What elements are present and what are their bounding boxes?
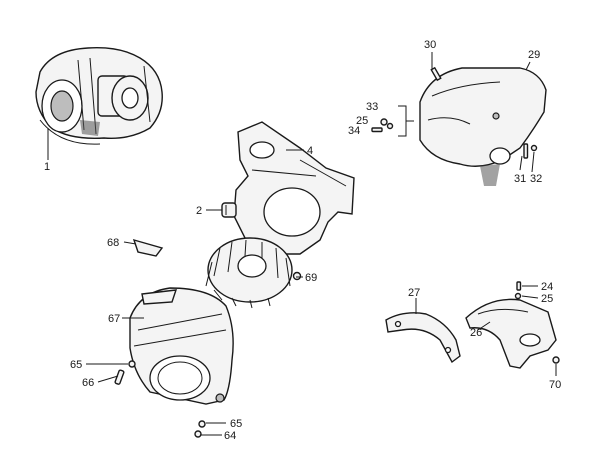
callout-2: 2 <box>196 205 202 217</box>
part-1-engine-assembly <box>35 47 163 145</box>
part-68-clip <box>132 238 164 257</box>
callout-70: 70 <box>549 379 561 391</box>
part-64-65-screw-washer <box>194 420 206 438</box>
part-27-bracket <box>385 312 461 364</box>
callout-4: 4 <box>307 145 313 157</box>
part-30-screw <box>430 66 442 82</box>
part-24-screw <box>516 281 522 291</box>
part-65-screw-left <box>128 360 136 368</box>
part-70-screw <box>552 356 560 364</box>
callout-27: 27 <box>408 287 420 299</box>
part-26-support-arm <box>465 298 557 369</box>
callout-34: 34 <box>348 125 360 137</box>
callout-26: 26 <box>470 327 482 339</box>
callout-24: 24 <box>541 281 553 293</box>
callout-67: 67 <box>108 313 120 325</box>
part-31-32-stud <box>523 143 538 159</box>
part-67-fan-housing <box>129 287 234 405</box>
callout-33: 33 <box>366 101 378 113</box>
callout-69: 69 <box>305 272 317 284</box>
part-33-34-25-fasteners <box>371 118 394 133</box>
part-69-screw <box>292 271 302 281</box>
callout-64: 64 <box>224 430 236 442</box>
part-29-cylinder-cover <box>419 67 547 186</box>
part-66-pin <box>114 369 125 385</box>
callout-65-bottom: 65 <box>230 418 242 430</box>
callout-25-top: 25 <box>356 115 368 127</box>
part-2-bushing <box>221 202 237 218</box>
leader-lines <box>47 52 557 436</box>
callout-65-left: 65 <box>70 359 82 371</box>
part-25-washer-right <box>514 292 522 300</box>
callout-25-right: 25 <box>541 293 553 305</box>
callout-1: 1 <box>44 161 50 173</box>
callout-labels: 1 2 4 68 69 67 65 66 65 64 30 29 33 25 3… <box>44 39 561 442</box>
part-4-backplate <box>233 121 355 255</box>
flywheel <box>205 237 293 309</box>
callout-31: 31 <box>514 173 526 185</box>
callout-66: 66 <box>82 377 94 389</box>
callout-32: 32 <box>530 173 542 185</box>
callout-29: 29 <box>528 49 540 61</box>
callout-30: 30 <box>424 39 436 51</box>
callout-68: 68 <box>107 237 119 249</box>
